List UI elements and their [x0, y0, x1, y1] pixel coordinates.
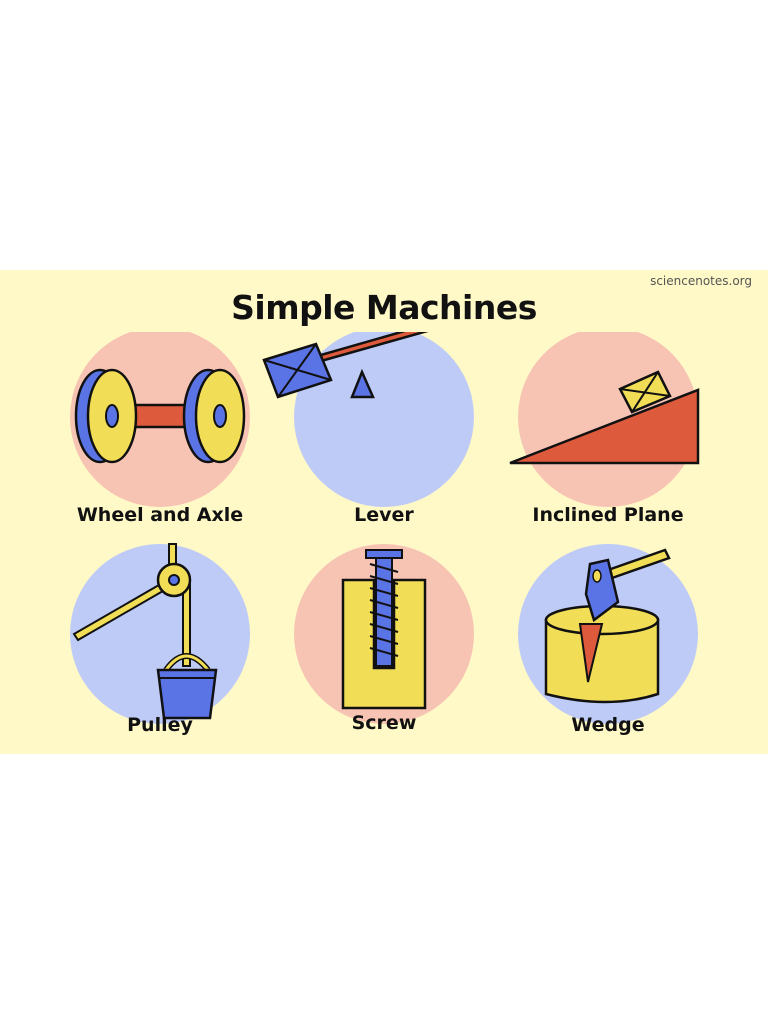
wheel-and-axle-illustration [70, 332, 250, 507]
lever-illustration [262, 332, 474, 507]
inclined-plane-illustration [509, 332, 700, 507]
bucket [156, 668, 218, 720]
screw-panel: Screw [256, 542, 512, 754]
wedge-illustration [518, 544, 698, 724]
label-lever: Lever [354, 504, 414, 526]
pulley-hub [168, 574, 180, 586]
screw-head [365, 549, 403, 559]
simple-machines-poster: sciencenotes.org Simple Machines Wheel a… [0, 270, 768, 754]
label-wedge: Wedge [571, 714, 645, 736]
label-screw: Screw [351, 712, 417, 734]
right-wheel-hub [213, 404, 227, 428]
screw-illustration [294, 544, 474, 724]
lever-fulcrum [350, 368, 375, 399]
pulley-panel: Pulley [32, 542, 288, 754]
left-wheel-hub [105, 404, 119, 428]
pulley-illustration [70, 543, 250, 724]
log-side [544, 618, 660, 704]
wheel-and-axle-panel: Wheel and Axle [32, 332, 288, 552]
label-inclined-plane: Inclined Plane [532, 504, 684, 526]
poster-title: Simple Machines [231, 288, 537, 327]
label-wheel-and-axle: Wheel and Axle [76, 504, 244, 526]
screw-thread [369, 563, 399, 573]
ramp [509, 388, 700, 465]
inclined-plane-panel: Inclined Plane [480, 332, 736, 552]
wedge-panel: Wedge [480, 542, 736, 754]
lever-panel: Lever [256, 332, 512, 552]
source-credit: sciencenotes.org [650, 274, 752, 288]
lever-circle [294, 332, 474, 507]
log-split [578, 623, 604, 683]
label-pulley: Pulley [127, 714, 193, 736]
